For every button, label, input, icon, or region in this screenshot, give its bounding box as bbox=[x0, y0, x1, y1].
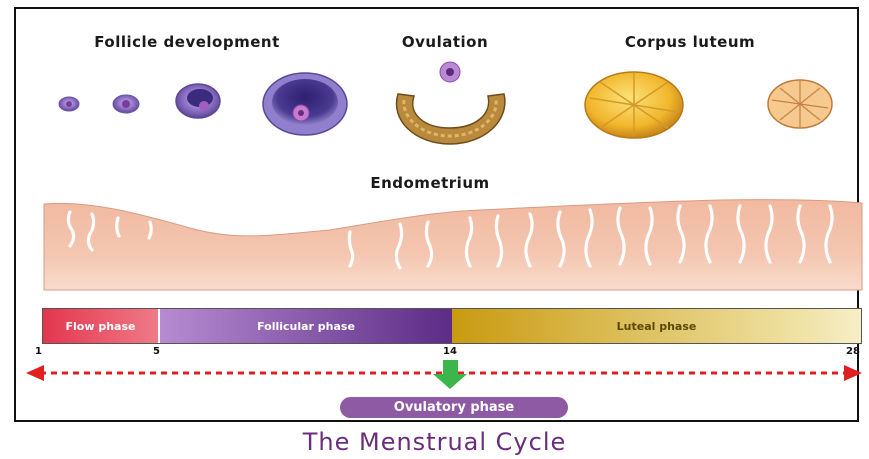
corpus-luteum-large bbox=[585, 72, 683, 138]
label-endometrium: Endometrium bbox=[300, 175, 560, 191]
day-tick-5: 5 bbox=[153, 346, 160, 357]
label-ovulation: Ovulation bbox=[355, 34, 535, 50]
follicle-stage-2 bbox=[113, 95, 139, 113]
day-tick-28: 28 bbox=[846, 346, 860, 357]
diagram-caption: The Menstrual Cycle bbox=[0, 428, 869, 456]
follicle-stage-1 bbox=[59, 97, 79, 111]
ruptured-follicle bbox=[397, 94, 505, 144]
day-tick-1: 1 bbox=[35, 346, 42, 357]
phase-luteal: Luteal phase bbox=[452, 309, 861, 343]
follicle-stage-4 bbox=[263, 73, 347, 135]
follicle-stage-3 bbox=[176, 84, 220, 118]
corpus-luteum-small bbox=[768, 80, 832, 128]
label-follicle-development: Follicle development bbox=[92, 34, 282, 50]
ovulatory-phase-badge: Ovulatory phase bbox=[340, 397, 568, 418]
day-tick-14: 14 bbox=[443, 346, 457, 357]
label-corpus-luteum: Corpus luteum bbox=[615, 34, 765, 50]
phase-follicular: Follicular phase bbox=[160, 309, 452, 343]
phase-bar: Flow phase Follicular phase Luteal phase bbox=[42, 308, 862, 344]
phase-flow: Flow phase bbox=[43, 309, 160, 343]
ovulation-marker-icon bbox=[433, 360, 467, 389]
endometrium-illustration bbox=[44, 200, 862, 290]
released-egg bbox=[440, 62, 460, 82]
